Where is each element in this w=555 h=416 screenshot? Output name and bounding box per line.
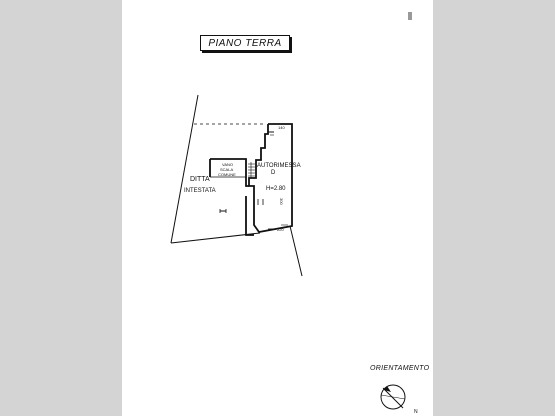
label-vano: VANO — [222, 162, 234, 167]
label-d: D — [271, 170, 276, 176]
garage-wall — [248, 123, 293, 233]
stair-room-lower — [245, 196, 254, 236]
label-scala: SCALA — [220, 167, 234, 172]
label-dim-bottom: 220 — [277, 227, 284, 232]
label-comune: COMUNE — [218, 172, 236, 177]
compass-icon — [380, 384, 406, 410]
orientation-label: ORIENTAMENTO — [370, 365, 430, 372]
label-dim-top: 140 — [278, 125, 285, 130]
north-label: N — [414, 409, 418, 415]
sheet-mark — [408, 12, 412, 20]
plan-title: PIANO TERRA — [200, 35, 290, 51]
drawing-sheet: PIANO TERRA — [122, 0, 433, 416]
boundary-right — [289, 225, 303, 277]
label-autorimessa: AUTORIMESSA — [257, 163, 301, 169]
label-height: H=2.80 — [266, 186, 286, 192]
label-intestata: INTESTATA — [184, 188, 216, 194]
label-ditta: DITTA — [190, 176, 210, 183]
floor-plan — [170, 94, 406, 410]
label-dim-side: 300 — [279, 198, 284, 205]
boundary-left — [170, 94, 199, 244]
stair-treads — [248, 162, 255, 178]
stair-room-top — [210, 158, 249, 187]
